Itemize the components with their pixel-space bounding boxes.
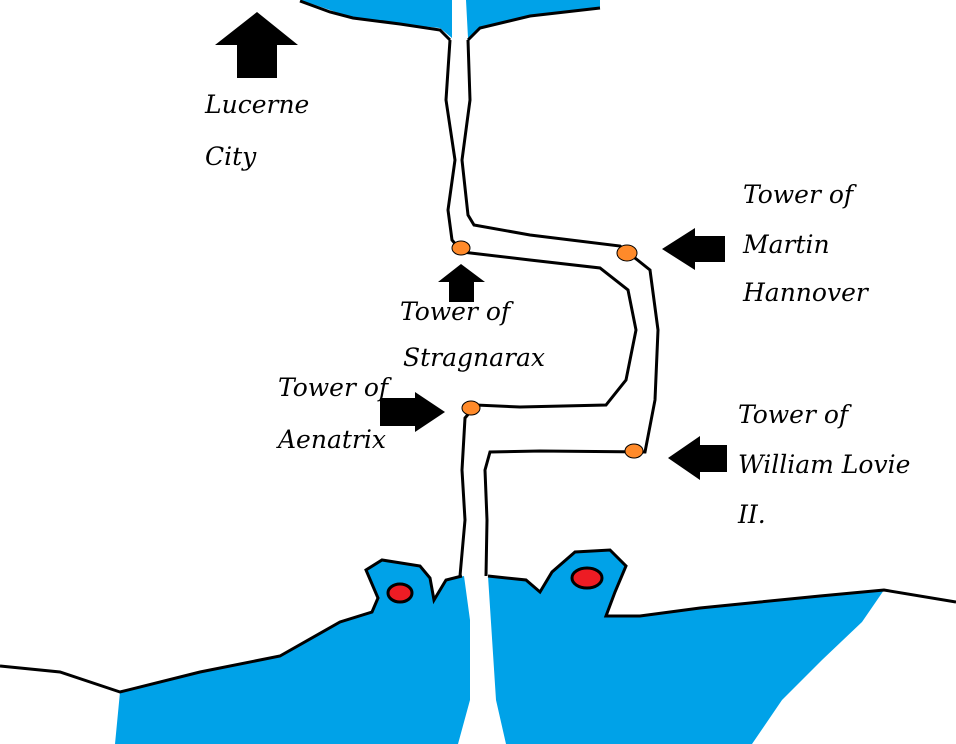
city-dot-right <box>570 566 604 590</box>
bottom-water-left <box>115 560 470 744</box>
tower-martin-marker[interactable] <box>616 244 638 262</box>
aenatrix-label-line1: Tower of <box>278 373 392 402</box>
arrow-up-icon <box>215 12 298 78</box>
william-label-line2: William Lovie <box>738 450 910 479</box>
bottom-shore-right <box>487 548 956 618</box>
lucerne-label-line1: Lucerne <box>204 90 309 119</box>
william-label-line3: II. <box>737 500 766 529</box>
arrow-right-icon <box>380 392 445 432</box>
bottom-shore-left <box>0 558 463 694</box>
martin-label-line1: Tower of <box>743 180 857 209</box>
lucerne-label-line2: City <box>205 142 257 171</box>
stragnarax-label-line1: Tower of <box>400 297 514 326</box>
tower-william-marker[interactable] <box>624 443 644 459</box>
martin-label-line3: Hannover <box>742 278 870 307</box>
tower-stragnarax-marker[interactable] <box>451 240 471 256</box>
top-shore-right <box>466 6 601 42</box>
stragnarax-label-line2: Stragnarax <box>403 343 545 372</box>
arrow-left-icon <box>662 228 725 270</box>
river-bank-inner <box>444 39 638 577</box>
arrow-up-icon <box>438 264 485 302</box>
top-shore-left <box>299 0 452 42</box>
top-water-left <box>300 0 452 38</box>
bottom-water-right <box>488 550 884 744</box>
aenatrix-label-line2: Aenatrix <box>276 425 386 454</box>
top-water-right <box>466 0 600 38</box>
martin-label-line2: Martin <box>742 230 830 259</box>
arrow-left-icon <box>668 436 727 480</box>
william-label-line1: Tower of <box>738 400 852 429</box>
river-bank-outer <box>460 39 660 577</box>
tower-aenatrix-marker[interactable] <box>461 400 481 416</box>
city-dot-left <box>386 582 414 604</box>
